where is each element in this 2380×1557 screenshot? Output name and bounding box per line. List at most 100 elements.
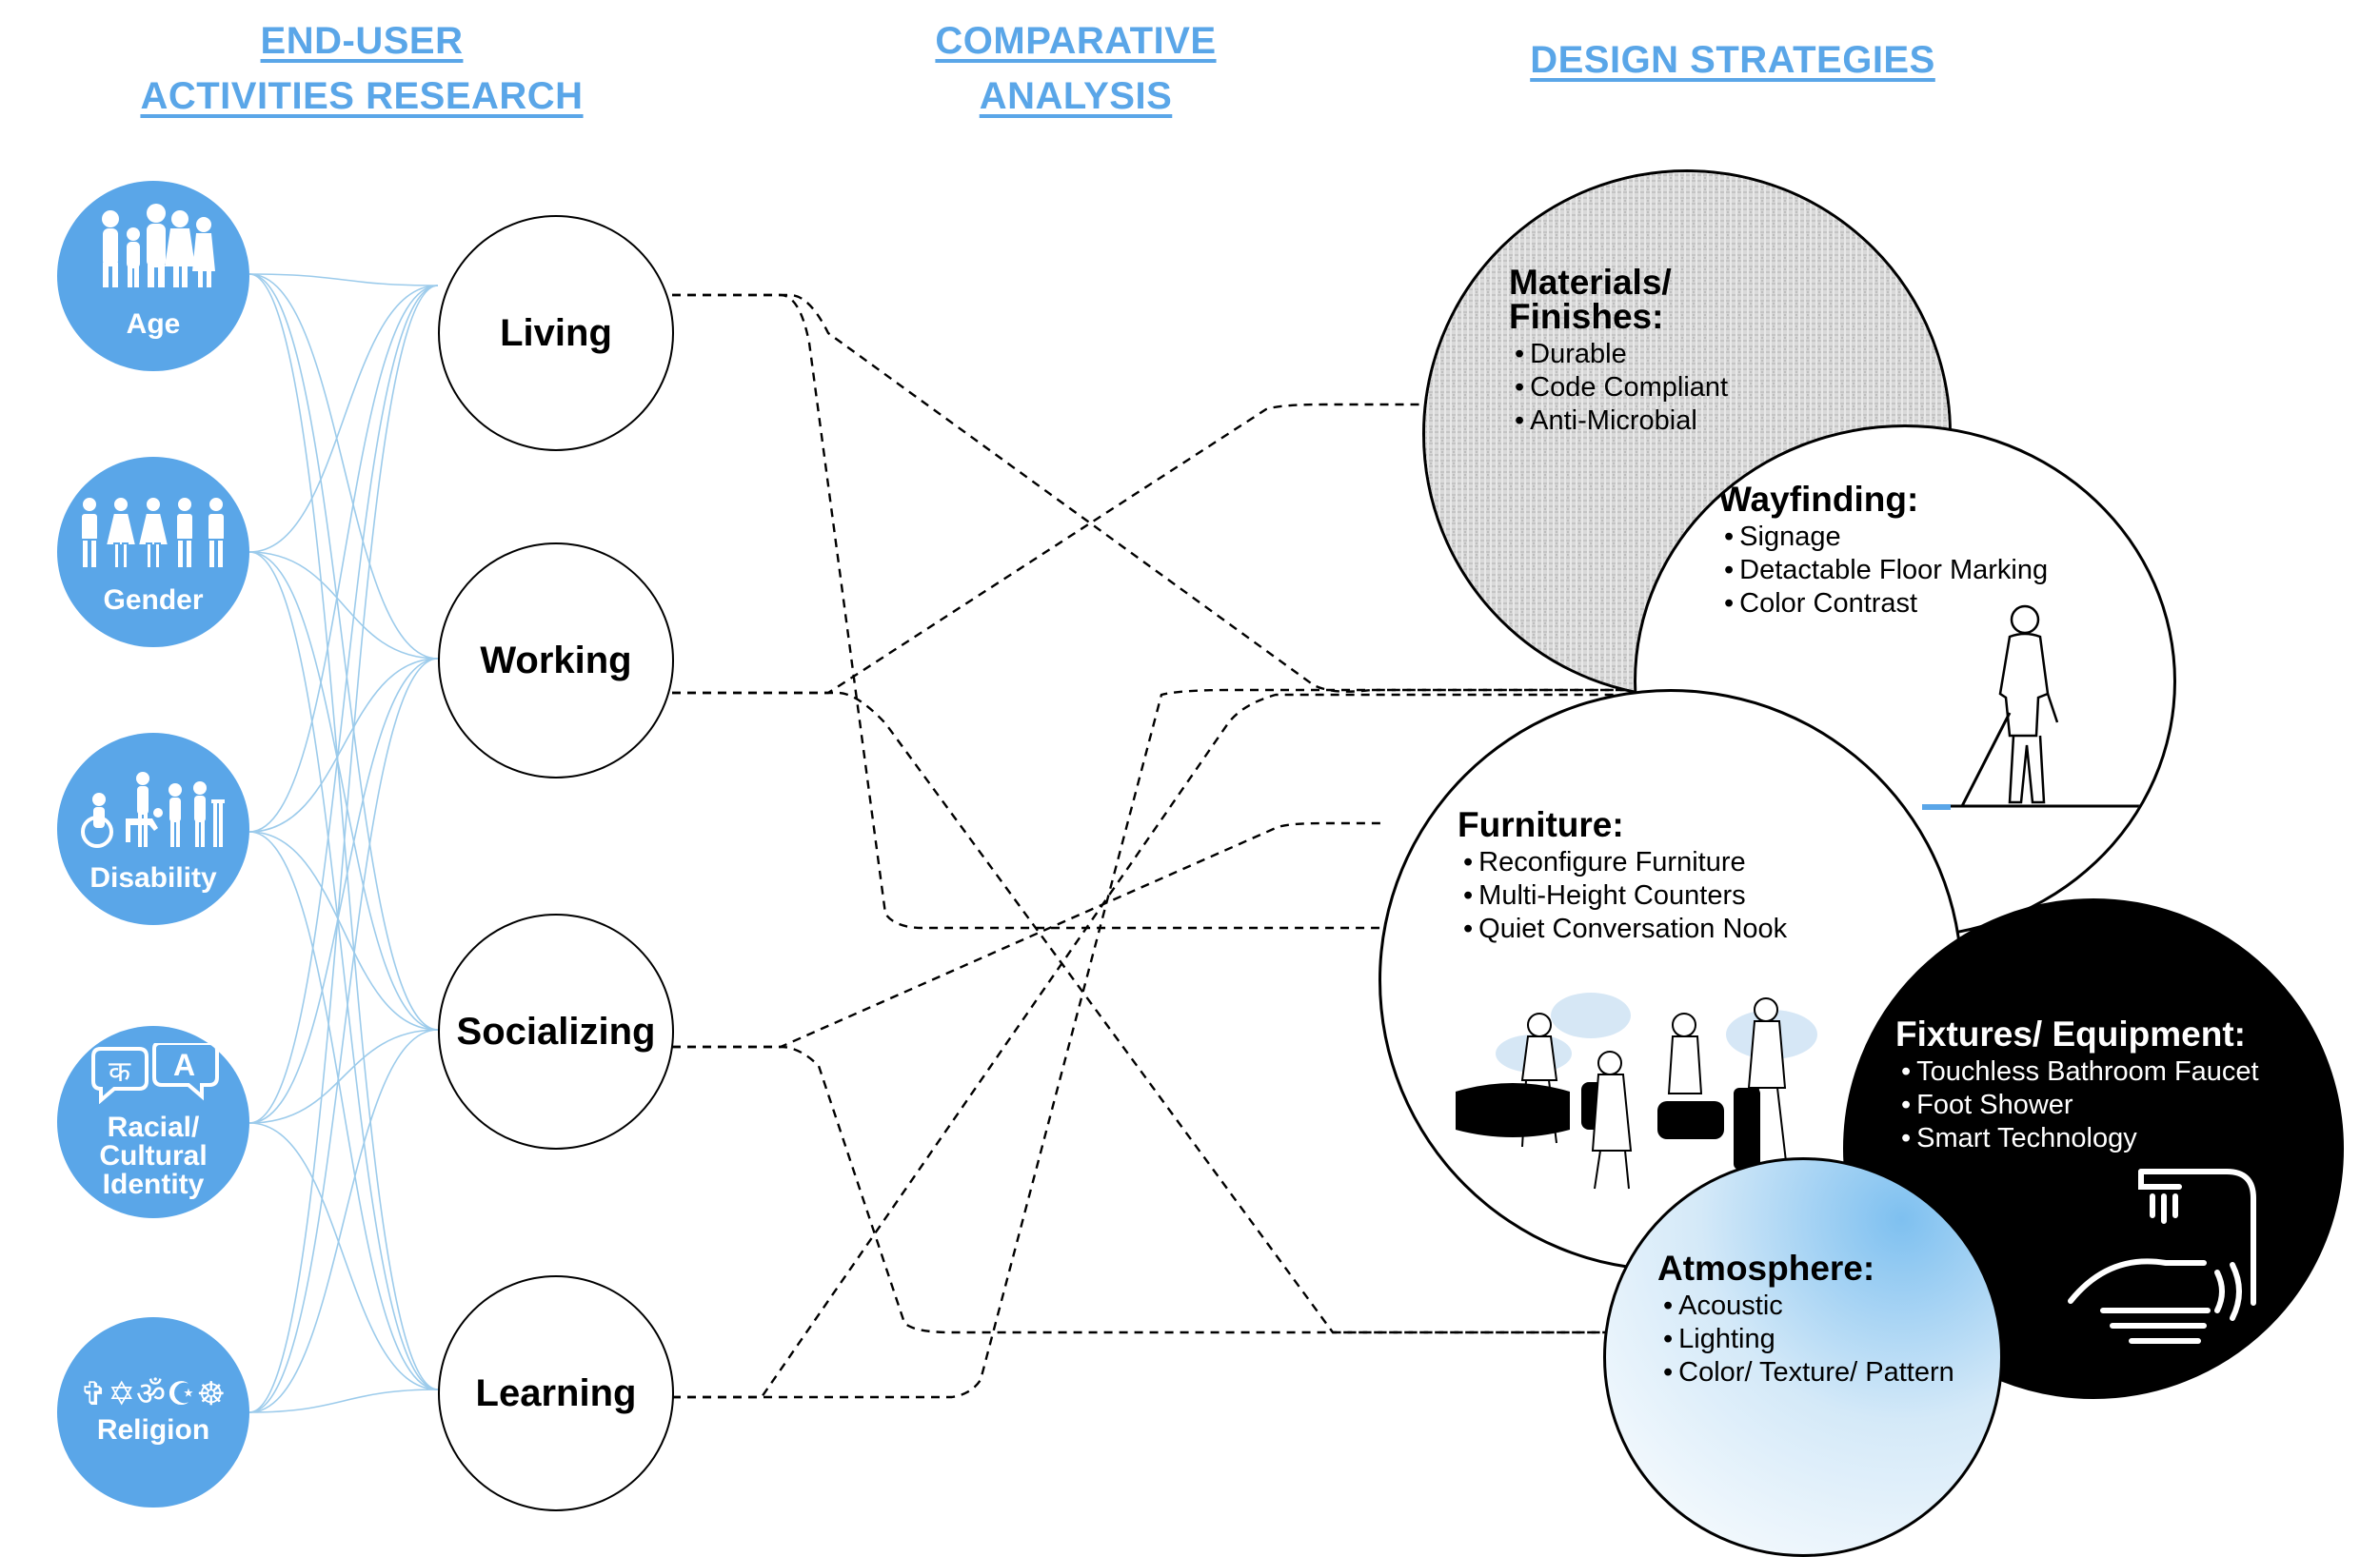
strategy-item: Code Compliant xyxy=(1509,371,1728,404)
header-line: ACTIVITIES RESEARCH xyxy=(140,75,584,117)
label-line: Identity xyxy=(102,1169,205,1200)
header-comparative-analysis: COMPARATIVE ANALYSIS xyxy=(857,13,1295,124)
user-activity-link xyxy=(248,273,439,1390)
strategy-item: Detactable Floor Marking xyxy=(1718,554,2048,587)
strategy-text: Materials/ Finishes: Durable Code Compli… xyxy=(1509,263,1728,438)
user-activity-link xyxy=(248,285,439,1413)
user-node-gender: Gender xyxy=(57,457,249,647)
user-activity-link xyxy=(248,551,439,1031)
touchless-faucet-icon xyxy=(2068,1169,2256,1344)
strategy-atmosphere: Atmosphere: Acoustic Lighting Color/ Tex… xyxy=(1603,1157,2003,1557)
strategy-text: Furniture: Reconfigure Furniture Multi-H… xyxy=(1458,805,1787,946)
header-design-strategies: DESIGN STRATEGIES xyxy=(1485,32,1980,88)
activity-label: Learning xyxy=(475,1371,637,1414)
user-activity-link xyxy=(248,831,439,1031)
user-activity-link xyxy=(248,1389,439,1413)
user-activity-link xyxy=(248,1029,439,1124)
label-line: Disability xyxy=(89,862,217,894)
user-label: Disability xyxy=(57,864,249,893)
activity-node-learning: Learning xyxy=(438,1275,674,1511)
cane-user-illustration xyxy=(1922,604,2141,810)
activity-strategy-link xyxy=(672,293,1380,930)
family-group-icon xyxy=(102,204,215,287)
activity-node-living: Living xyxy=(438,215,674,451)
strategy-item: Reconfigure Furniture xyxy=(1458,846,1787,879)
activity-strategy-link xyxy=(672,293,1647,693)
user-activity-link xyxy=(248,658,439,1124)
strategy-list: Touchless Bathroom Faucet Foot Shower Sm… xyxy=(1895,1055,2259,1155)
strategy-title: Wayfinding: xyxy=(1718,480,1919,519)
user-node-age: Age xyxy=(57,181,249,371)
activity-strategy-link xyxy=(672,403,1428,695)
strategy-list: Reconfigure Furniture Multi-Height Count… xyxy=(1458,846,1787,946)
strategy-title: Furniture: xyxy=(1458,805,1624,844)
label-line: Racial/ xyxy=(107,1112,200,1143)
user-node-religion: ✞✡ॐ☪☸ Religion xyxy=(57,1317,249,1508)
activity-strategy-link xyxy=(672,693,1647,1399)
language-speech-icon: क A xyxy=(91,1043,219,1104)
user-label: Racial/ Cultural Identity xyxy=(57,1114,249,1199)
label-line: Gender xyxy=(103,584,204,616)
strategy-text: Wayfinding: Signage Detactable Floor Mar… xyxy=(1718,480,2048,621)
activity-node-socializing: Socializing xyxy=(438,914,674,1150)
user-label: Age xyxy=(57,310,249,339)
header-user-research: END-USER ACTIVITIES RESEARCH xyxy=(114,13,609,124)
activity-label: Socializing xyxy=(456,1010,656,1053)
strategy-item: Multi-Height Counters xyxy=(1458,879,1787,913)
header-line: DESIGN STRATEGIES xyxy=(1530,39,1935,81)
strategy-text: Atmosphere: Acoustic Lighting Color/ Tex… xyxy=(1657,1249,1954,1389)
user-activity-link xyxy=(248,285,439,553)
strategy-list: Durable Code Compliant Anti-Microbial xyxy=(1509,338,1728,438)
strategy-item: Durable xyxy=(1509,338,1728,371)
label-line: Age xyxy=(126,308,181,340)
strategy-item: Foot Shower xyxy=(1895,1089,2259,1122)
svg-text:क: क xyxy=(109,1055,131,1089)
user-activity-link xyxy=(248,551,439,660)
strategy-title: Atmosphere: xyxy=(1657,1249,1875,1288)
label-line: Cultural xyxy=(99,1140,208,1172)
strategy-item: Anti-Microbial xyxy=(1509,404,1728,438)
user-activity-link xyxy=(248,658,439,833)
religious-symbols-icon: ✞✡ॐ☪☸ xyxy=(80,1375,227,1413)
strategy-item: Quiet Conversation Nook xyxy=(1458,913,1787,946)
label-line: Religion xyxy=(96,1414,210,1446)
strategy-item: Color Contrast xyxy=(1718,587,2048,621)
user-activity-link xyxy=(248,273,439,286)
strategy-title: Fixtures/ Equipment: xyxy=(1895,1015,2246,1054)
user-activity-link xyxy=(248,1029,439,1413)
title-line: Finishes: xyxy=(1509,297,1664,336)
user-activity-link xyxy=(248,285,439,1124)
strategy-list: Acoustic Lighting Color/ Texture/ Patter… xyxy=(1657,1290,1954,1389)
user-activity-link xyxy=(248,658,439,1413)
activity-strategy-connections xyxy=(672,293,1647,1399)
accessibility-figures-icon xyxy=(81,772,225,848)
user-activity-link xyxy=(248,285,439,833)
activity-strategy-link xyxy=(672,688,1647,1399)
user-label: Religion xyxy=(57,1416,249,1445)
furniture-people-illustration xyxy=(1456,993,1817,1190)
strategy-list: Signage Detactable Floor Marking Color C… xyxy=(1718,521,2048,621)
strategy-text: Fixtures/ Equipment: Touchless Bathroom … xyxy=(1895,1015,2259,1155)
strategy-item: Smart Technology xyxy=(1895,1122,2259,1155)
strategy-item: Acoustic xyxy=(1657,1290,1954,1323)
strategy-item: Signage xyxy=(1718,521,2048,554)
title-line: Materials/ xyxy=(1509,263,1672,302)
header-line: COMPARATIVE xyxy=(935,20,1217,62)
user-label: Gender xyxy=(57,586,249,615)
activity-label: Living xyxy=(500,311,612,354)
gender-figures-icon xyxy=(80,496,226,569)
activity-label: Working xyxy=(480,639,632,681)
activity-node-working: Working xyxy=(438,542,674,778)
user-activity-link xyxy=(248,1122,439,1390)
strategy-item: Lighting xyxy=(1657,1323,1954,1356)
user-node-racial-cultural-identity: क A Racial/ Cultural Identity xyxy=(57,1026,249,1218)
user-activity-link xyxy=(248,831,439,1390)
user-activity-link xyxy=(248,273,439,660)
user-activity-connections xyxy=(248,273,439,1413)
strategy-title: Materials/ Finishes: xyxy=(1509,263,1728,336)
header-line: ANALYSIS xyxy=(979,75,1173,117)
user-activity-link xyxy=(248,551,439,1390)
user-activity-link xyxy=(248,273,439,1031)
strategy-item: Touchless Bathroom Faucet xyxy=(1895,1055,2258,1089)
